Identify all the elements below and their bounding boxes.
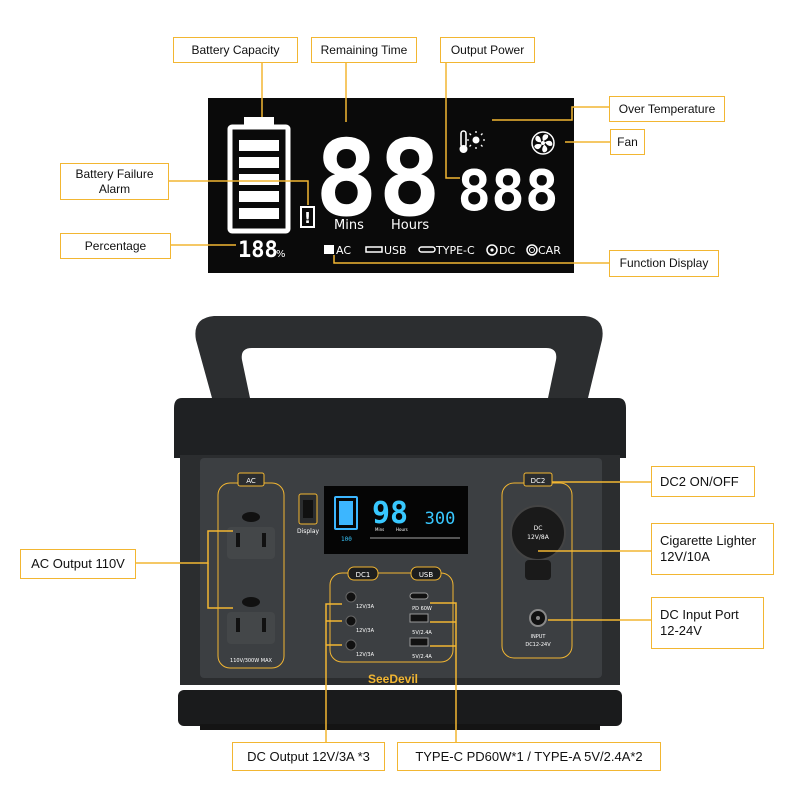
mini-lcd-power: 300	[425, 509, 456, 529]
ac-button-label: AC	[246, 477, 256, 485]
callout-dc-output: DC Output 12V/3A *3	[232, 742, 385, 771]
dc-port-label-3: 12V/3A	[356, 652, 375, 658]
typec-icon	[418, 246, 436, 253]
power-station: AC 110V/300W MAX Display 98 300 Mins Hou…	[174, 316, 626, 730]
usb-icon	[365, 246, 383, 253]
output-power-digits: 888	[457, 159, 558, 224]
function-ac: AC	[336, 244, 351, 257]
ac-outlet-top	[227, 512, 275, 559]
usba-label-1: 5V/2.4A	[412, 630, 432, 636]
dc-usb-section-outline	[329, 572, 454, 663]
fan-icon	[531, 131, 555, 155]
usb-output-ports: PD 60W 5V/2.4A 5V/2.4A	[409, 592, 432, 660]
callout-percentage: Percentage	[60, 233, 171, 259]
percentage-digits: 188	[238, 238, 278, 263]
function-dc: DC	[499, 244, 515, 257]
callout-output-power: Output Power	[440, 37, 535, 63]
mini-battery-icon	[334, 496, 358, 530]
dc2-button[interactable]	[523, 472, 553, 487]
dc-port-label-2: 12V/3A	[356, 628, 375, 634]
function-typec: TYPE-C	[435, 244, 475, 257]
callout-function-display: Function Display	[609, 250, 719, 277]
callout-remaining-time: Remaining Time	[311, 37, 417, 63]
usb-button-label: USB	[419, 571, 434, 579]
callout-cigarette-lighter: Cigarette Lighter 12V/10A	[651, 523, 774, 575]
cigarette-lighter-socket	[510, 505, 566, 561]
dc-output-ports: 12V/3A 12V/3A 12V/3A	[345, 591, 375, 658]
ac-rating-label: 110V/300W MAX	[230, 658, 272, 664]
mini-lcd-hours: Hours	[396, 527, 408, 532]
usba-label-2: 5V/2.4A	[412, 654, 432, 660]
top-cap	[174, 398, 626, 458]
hours-label: Hours	[391, 218, 429, 233]
callout-ac-output: AC Output 110V	[20, 549, 136, 579]
mins-label: Mins	[334, 218, 364, 233]
callout-over-temperature: Over Temperature	[609, 96, 725, 122]
callout-dc-input-port: DC Input Port 12-24V	[651, 597, 764, 649]
lcd-leader-lines	[169, 63, 610, 264]
dc1-button-label: DC1	[356, 571, 371, 579]
battery-icon	[227, 117, 291, 234]
dc-port-label-1: 12V/3A	[356, 604, 375, 610]
lighter-label-1: DC	[534, 525, 543, 532]
mini-lcd-mins: Mins	[375, 527, 384, 532]
dc-icon	[486, 244, 498, 256]
dc1-button[interactable]	[347, 566, 379, 581]
brand-logo: SeeDevil	[368, 672, 418, 686]
callout-dc2-onoff: DC2 ON/OFF	[651, 466, 755, 497]
handle	[195, 316, 603, 398]
ac-icon	[324, 245, 334, 254]
ac-button[interactable]	[237, 472, 265, 487]
callout-battery-failure-alarm: Battery Failure Alarm	[60, 163, 169, 200]
dc2-button-label: DC2	[531, 477, 546, 485]
remaining-time-digits: 88	[315, 118, 441, 240]
pd-label: PD 60W	[412, 606, 432, 612]
input-label-2: DC12-24V	[525, 642, 551, 648]
callout-fan: Fan	[610, 129, 645, 155]
base	[178, 690, 622, 726]
lighter-label-2: 12V/8A	[527, 534, 550, 541]
input-label-1: INPUT	[531, 634, 547, 640]
car-icon	[526, 244, 538, 256]
display-button-label: Display	[297, 528, 320, 535]
function-usb: USB	[384, 244, 407, 257]
mini-lcd-time: 98	[372, 496, 408, 531]
percent-sign: %	[276, 249, 286, 260]
mini-lcd-percent: 100	[341, 536, 352, 543]
device-leader-lines	[136, 481, 651, 742]
function-display: AC USB TYPE-C DC CAR	[324, 244, 561, 257]
usb-button[interactable]	[410, 566, 442, 581]
callout-typec-typea: TYPE-C PD60W*1 / TYPE-A 5V/2.4A*2	[397, 742, 661, 771]
alarm-glyph: !	[304, 209, 311, 227]
battery-failure-alarm-icon: !	[300, 206, 315, 228]
function-car: CAR	[538, 244, 561, 257]
callout-battery-capacity: Battery Capacity	[173, 37, 298, 63]
thermometer-icon	[459, 130, 485, 153]
ac-outlet-bottom	[227, 597, 275, 644]
